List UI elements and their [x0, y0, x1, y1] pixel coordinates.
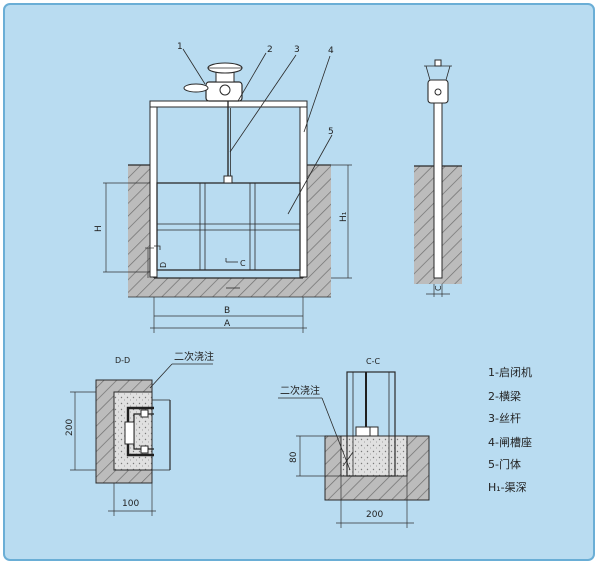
callout-leaders [182, 48, 333, 215]
section-dd-title: D-D [115, 356, 130, 365]
dim-H-label: H [94, 225, 104, 232]
dim-H1-label: H₁ [339, 211, 349, 222]
side-view: C [414, 59, 462, 297]
cut-line-C [225, 258, 240, 289]
legend-item: 4-闸槽座 [488, 435, 532, 449]
guide-post-left [149, 103, 158, 278]
section-cc-title: C-C [366, 357, 380, 366]
callout-3: 3 [294, 45, 300, 55]
callout-2: 2 [267, 45, 273, 55]
dim-A-label: A [224, 319, 231, 329]
cut-C-label: C [240, 259, 246, 268]
dim-D-label: D [159, 262, 168, 268]
side-dim-C-label: C [434, 285, 443, 291]
legend-item: 1-启闭机 [488, 365, 532, 379]
legend-item: 2-横梁 [488, 389, 521, 403]
dim-D-line [145, 245, 161, 278]
cc-post [346, 371, 396, 477]
dim-B-line [153, 297, 304, 333]
cc-dim-height: 80 [289, 451, 299, 463]
callout-1: 1 [177, 42, 183, 52]
side-soil-right [442, 166, 462, 281]
dim-H1-line [307, 164, 352, 279]
callout-5: 5 [328, 127, 334, 137]
dim-H-line [103, 182, 150, 273]
side-soil-left [414, 166, 434, 281]
section-cc: C-C 二次浇注 80 200 [278, 357, 430, 528]
cc-grout-pocket [340, 435, 408, 477]
legend-item: H₁-渠深 [488, 481, 527, 494]
side-post [433, 102, 443, 279]
section-dd: D-D 二次浇注 200 100 [65, 350, 214, 516]
soil-right [303, 165, 331, 297]
cc-dim-width: 200 [366, 510, 383, 520]
legend-item: 3-丝杆 [488, 411, 521, 425]
side-soil-bottom [414, 278, 462, 284]
soil-bottom [128, 278, 331, 297]
side-hoist [424, 59, 452, 104]
dd-dim-width: 100 [122, 499, 139, 509]
legend: 1-启闭机 2-横梁 3-丝杆 4-闸槽座 5-门体 H₁-渠深 [488, 365, 532, 494]
dim-B-label: B [224, 306, 230, 316]
channel-opening [154, 165, 303, 278]
dd-grout-label: 二次浇注 [174, 350, 214, 363]
dd-dim-height: 200 [65, 419, 75, 436]
hoist-actuator [183, 62, 243, 102]
cc-grout-label: 二次浇注 [280, 384, 320, 397]
callout-4: 4 [328, 46, 334, 56]
legend-item: 5-门体 [488, 457, 521, 471]
main-front-view: 1 2 3 4 5 H H₁ D C [94, 42, 352, 333]
